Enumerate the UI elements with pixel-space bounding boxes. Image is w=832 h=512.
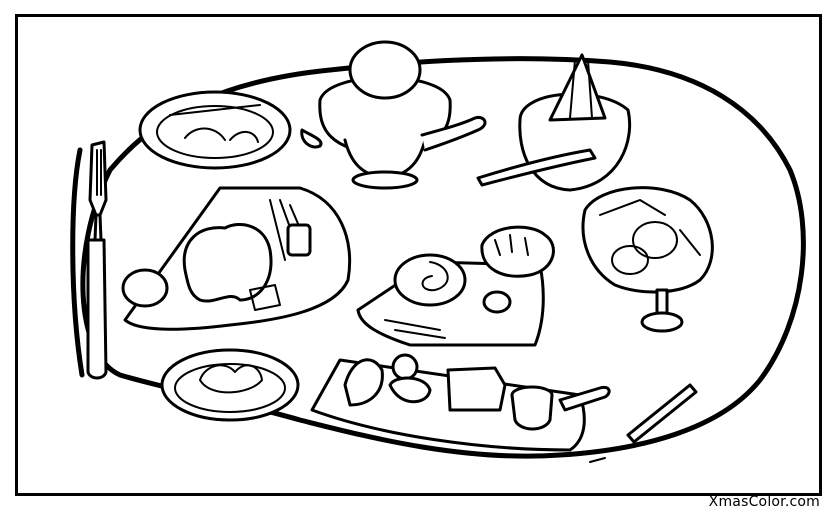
knife-icon — [70, 147, 108, 380]
cinnamon-roll-tray — [356, 225, 555, 347]
cheese-board — [310, 353, 611, 452]
serving-utensil — [626, 383, 698, 444]
fork-icon — [88, 140, 108, 242]
picture-frame — [15, 14, 822, 496]
roast-turkey-platter — [121, 186, 352, 331]
plate-bottom-left — [160, 348, 300, 422]
fruit-bowl-goblet — [581, 186, 714, 333]
plate-top-left — [138, 90, 292, 170]
watermark: XmasColor.com — [708, 494, 820, 510]
sketch-mark — [589, 457, 606, 463]
bowl-with-napkin — [476, 53, 632, 192]
egg-cup-teapot — [300, 40, 487, 190]
